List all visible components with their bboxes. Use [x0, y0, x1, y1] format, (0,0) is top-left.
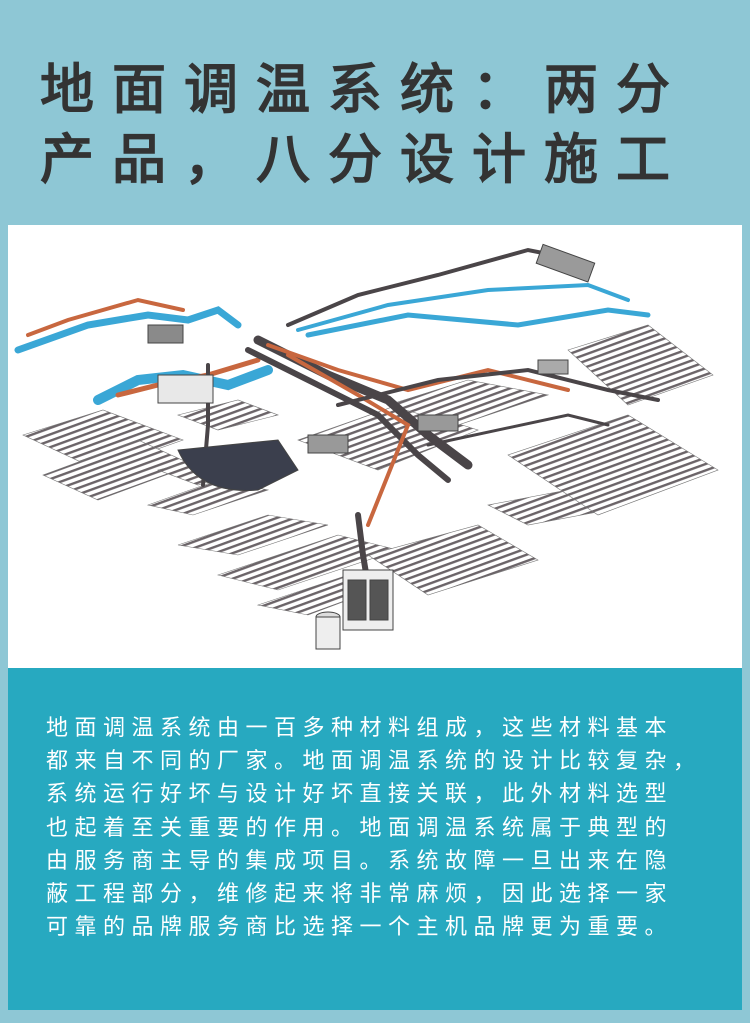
- description-line: 蔽工程部分，维修起来将非常麻烦，因此选择一家: [46, 882, 674, 908]
- description-line: 也起着至关重要的作用。地面调温系统属于典型的: [46, 815, 674, 841]
- floor-heating-system-diagram-icon: [14, 243, 719, 650]
- equipment: [147, 243, 596, 650]
- pipes: [14, 247, 660, 588]
- page-title: 地面调温系统：两分 产品，八分设计施工: [40, 55, 740, 195]
- description-line: 地面调温系统由一百多种材料组成，这些材料基本: [46, 716, 674, 741]
- description-line: 系统运行好坏与设计好坏直接关联，此外材料选型: [46, 782, 674, 808]
- description-line: 都来自不同的厂家。地面调温系统的设计比较复杂，: [46, 749, 702, 775]
- title-line-2: 产品，八分设计施工: [40, 128, 688, 191]
- description-line: 可靠的品牌服务商比选择一个主机品牌更为重要。: [46, 915, 674, 941]
- title-line-1: 地面调温系统：两分: [40, 58, 688, 121]
- description-panel: 地面调温系统由一百多种材料组成，这些材料基本 都来自不同的厂家。地面调温系统的设…: [8, 668, 742, 1010]
- description-text: 地面调温系统由一百多种材料组成，这些材料基本 都来自不同的厂家。地面调温系统的设…: [46, 712, 736, 944]
- system-diagram: [8, 225, 742, 668]
- floor-panels: [22, 324, 719, 616]
- description-line: 由服务商主导的集成项目。系统故障一旦出来在隐: [46, 848, 674, 874]
